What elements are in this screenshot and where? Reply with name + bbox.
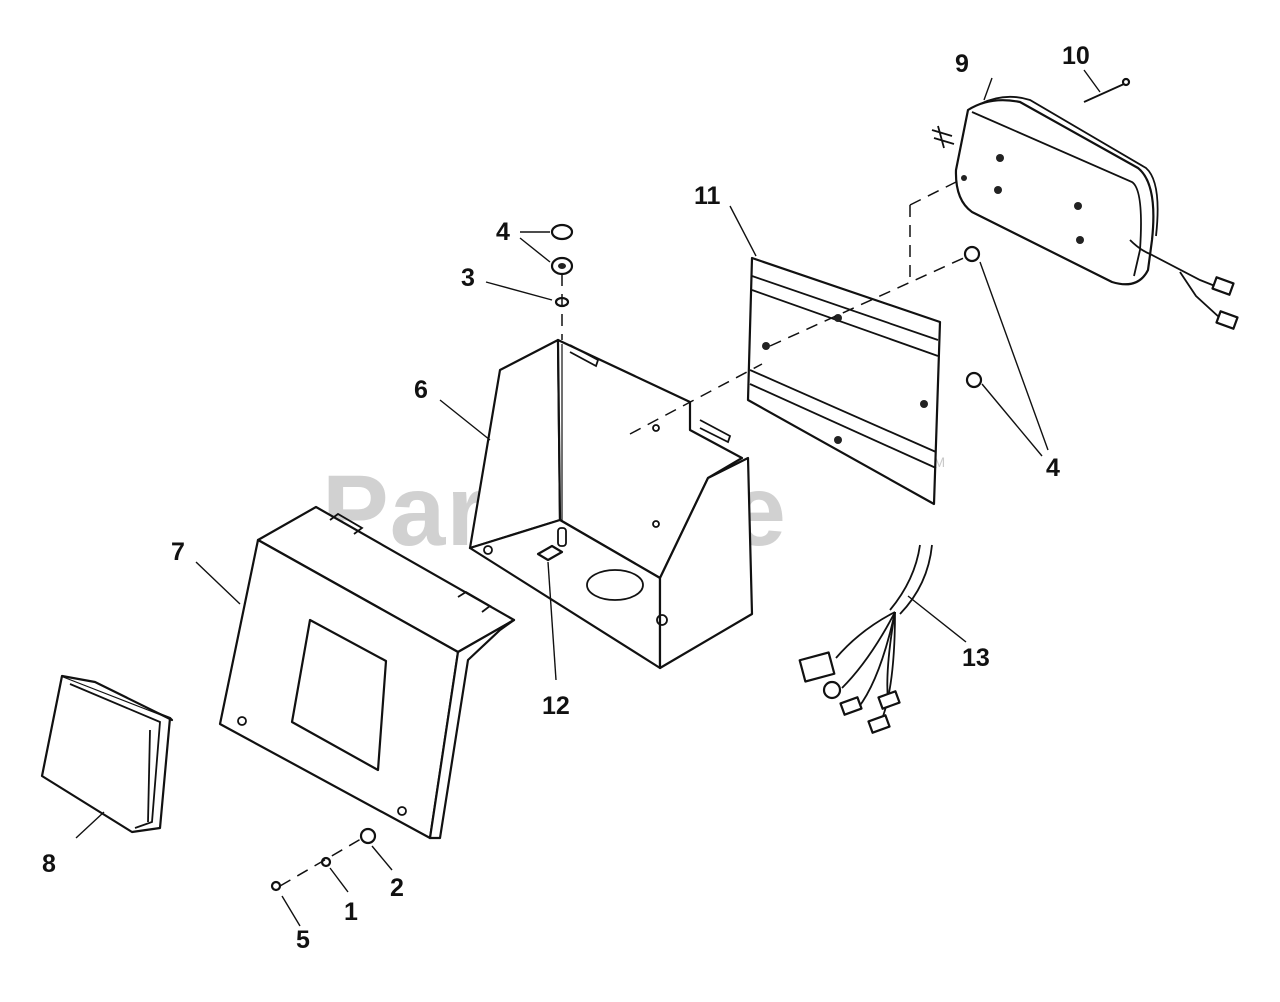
callout-7: 7 <box>171 538 185 566</box>
callout-8: 8 <box>42 850 56 878</box>
callout-1: 1 <box>344 898 358 926</box>
assembly-dash-lines <box>279 179 969 887</box>
callout-13: 13 <box>962 644 990 672</box>
part-5-screw[interactable] <box>270 880 282 892</box>
callout-4-right: 4 <box>1046 454 1060 482</box>
part-4-right-nuts[interactable] <box>963 245 983 389</box>
leader-lines <box>75 69 1101 927</box>
part-1-lockwasher[interactable] <box>320 856 332 868</box>
callout-4-top: 4 <box>496 218 510 246</box>
part-4-top-nut[interactable] <box>550 223 574 276</box>
part-6-housing[interactable] <box>468 338 754 670</box>
callout-5: 5 <box>296 926 310 954</box>
part-8-lens[interactable] <box>40 674 174 834</box>
part-9-regulator[interactable] <box>931 95 1239 330</box>
callout-12: 12 <box>542 692 570 720</box>
part-7-cover-panel[interactable] <box>218 505 516 840</box>
part-2-washer[interactable] <box>359 827 377 845</box>
callout-6: 6 <box>414 376 428 404</box>
part-10-screw[interactable] <box>1083 77 1131 103</box>
part-13-wire-harness[interactable] <box>798 544 933 734</box>
callout-11: 11 <box>694 182 721 210</box>
callout-3: 3 <box>461 264 475 292</box>
callout-10: 10 <box>1062 42 1090 70</box>
part-11-bracket[interactable] <box>746 256 942 506</box>
callout-2: 2 <box>390 874 404 902</box>
callout-9: 9 <box>955 50 969 78</box>
